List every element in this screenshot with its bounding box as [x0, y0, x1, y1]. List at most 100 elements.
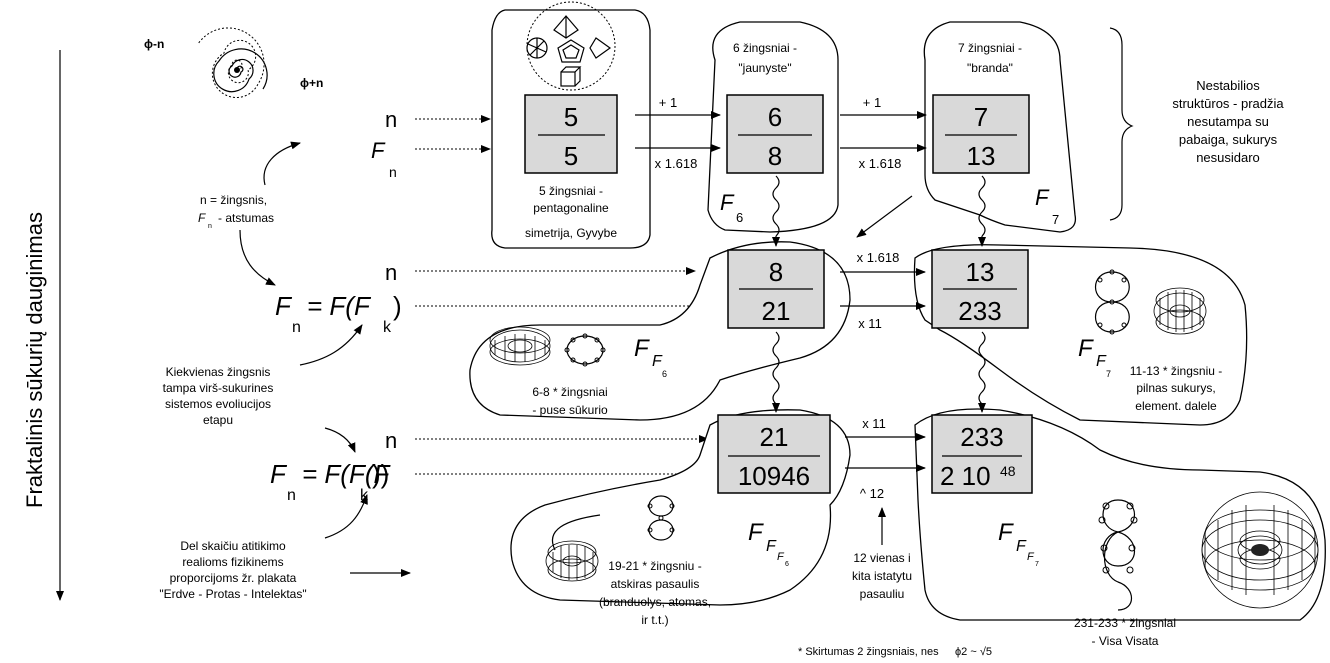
box21-bottom: 10946	[738, 461, 810, 491]
svg-text:ir t.t.): ir t.t.)	[641, 613, 668, 627]
svg-text:Del skaičiu atitikimo: Del skaičiu atitikimo	[180, 539, 286, 553]
footnote-formula: ϕ2 ~ √5	[955, 646, 992, 658]
row3-F-sub: n	[287, 487, 296, 504]
torus-small-icon	[489, 326, 551, 366]
ff6-subsub: 6	[662, 369, 667, 379]
f6-sub: 6	[736, 210, 743, 225]
row1-F: F	[371, 138, 386, 163]
svg-text:nesutampa su: nesutampa su	[1187, 114, 1269, 129]
svg-text:231-233 * žingsniai: 231-233 * žingsniai	[1074, 616, 1176, 630]
ring-pair-icon	[647, 495, 675, 541]
box13-bottom: 233	[958, 296, 1001, 326]
svg-text:11-13 * žingsniu -: 11-13 * žingsniu -	[1130, 364, 1223, 378]
svg-text:nesusidaro: nesusidaro	[1196, 150, 1260, 165]
svg-text:element. dalele: element. dalele	[1135, 399, 1217, 413]
ff6-sub: F	[652, 353, 663, 370]
ff7-sub: F	[1096, 353, 1107, 370]
platonic-solids-icon	[526, 1, 616, 91]
svg-text:pasauliu: pasauliu	[860, 587, 905, 601]
fff7-subsub: F	[1027, 551, 1035, 563]
box6-top: 6	[768, 102, 782, 132]
svg-text:Nestabilios: Nestabilios	[1196, 78, 1260, 93]
mult-label-a: x 1.618	[655, 156, 698, 171]
fraction-box-6-8	[726, 94, 824, 174]
physics-up-arrow	[324, 494, 368, 539]
svg-text:pabaiga, sukurys: pabaiga, sukurys	[1179, 132, 1278, 147]
ring-dots-icon	[564, 333, 606, 367]
step7-label: 7 žingsniai - "branda"	[958, 41, 1022, 75]
box233-bottom-exp: 48	[1000, 463, 1016, 479]
row2-F: F	[275, 291, 293, 321]
svg-text:"jaunyste": "jaunyste"	[738, 61, 791, 75]
svg-text:7 žingsniai -: 7 žingsniai -	[958, 41, 1022, 55]
diagonal-arrow	[856, 195, 913, 238]
svg-text:6 žingsniai -: 6 žingsniai -	[733, 41, 797, 55]
nested-label: 12 vienas i kita istatytu pasauliu	[852, 551, 912, 601]
step6-label: 6 žingsniai - "jaunyste"	[733, 41, 797, 75]
torus-world-icon	[545, 540, 599, 582]
ff6-label: F	[634, 335, 650, 362]
phi-minus-label: ϕ-n	[144, 37, 164, 51]
half-label: 6-8 * žingsniai - puse sūkurio	[532, 385, 608, 417]
fraction-box-5-5	[524, 94, 618, 174]
legend-down-arrow	[239, 229, 276, 286]
fff7-label: F	[998, 519, 1014, 546]
fff6-label: F	[748, 519, 764, 546]
f7-label: F	[1035, 185, 1050, 210]
row3-n: n	[385, 428, 397, 453]
box5-bottom: 5	[564, 141, 578, 171]
row3-F: F	[270, 459, 288, 489]
row2-close: )	[393, 291, 402, 321]
row1-F-sub: n	[389, 164, 397, 180]
phi-plus-label: ϕ+n	[300, 76, 323, 90]
box6-bottom: 8	[768, 141, 782, 171]
fff7-sub: F	[1016, 538, 1027, 555]
legend-line2: - atstumas	[218, 211, 274, 225]
svg-text:(branduolys, atomas,: (branduolys, atomas,	[599, 595, 711, 609]
unstable-label: Nestabilios struktūros - pradžia nesutam…	[1172, 78, 1284, 165]
svg-text:atskiras pasaulis: atskiras pasaulis	[611, 577, 700, 591]
box233-top: 233	[960, 422, 1003, 452]
wave-arrow-13-233	[978, 331, 986, 405]
svg-text:"Erdve - Protas - Intelektas": "Erdve - Protas - Intelektas"	[159, 587, 306, 601]
plus1-label-a: + 1	[659, 95, 677, 110]
footnote-text: * Skirtumas 2 žingsniais, nes	[798, 646, 939, 658]
svg-text:pilnas sukurys,: pilnas sukurys,	[1136, 381, 1215, 395]
brace-symbol	[1109, 27, 1134, 221]
svg-text:sistemos evoliucijos: sistemos evoliucijos	[165, 397, 271, 411]
svg-text:struktūros - pradžia: struktūros - pradžia	[1172, 96, 1284, 111]
fff6-sub: F	[766, 538, 777, 555]
wave-arrow-8-21	[772, 331, 780, 405]
evolution-up-arrow	[299, 324, 363, 366]
svg-text:pentagonaline: pentagonaline	[533, 201, 609, 215]
fff6-subsubsub: 6	[785, 561, 789, 568]
svg-text:proporcijoms žr. plakata: proporcijoms žr. plakata	[170, 571, 297, 585]
wave-arrow-6-8	[772, 175, 780, 237]
f7-sub: 7	[1052, 212, 1059, 227]
step5-label: 5 žingsniai - pentagonaline simetrija, G…	[525, 184, 617, 240]
figure-eight-icon	[1095, 269, 1130, 335]
svg-text:Kiekvienas žingsnis: Kiekvienas žingsnis	[166, 365, 271, 379]
ff7-subsub: 7	[1106, 369, 1111, 379]
svg-text:"branda": "branda"	[967, 61, 1013, 75]
nested-torus-icon	[1201, 491, 1319, 609]
physics-note: Del skaičiu atitikimo realioms fizikinem…	[159, 539, 306, 601]
legend-F: F	[198, 211, 206, 225]
svg-text:5 žingsniai -: 5 žingsniai -	[539, 184, 603, 198]
svg-text:kita istatytu: kita istatytu	[852, 569, 912, 583]
fraction-box-7-13	[932, 94, 1030, 174]
spiral-icon	[197, 27, 268, 99]
svg-text:realioms fizikinems: realioms fizikinems	[182, 555, 283, 569]
row2-F-sub: n	[292, 319, 301, 336]
full-label: 11-13 * žingsniu - pilnas sukurys, eleme…	[1130, 364, 1223, 413]
torus-large-icon	[1153, 287, 1207, 335]
x11-label-b: x 11	[862, 416, 886, 431]
world-label: 19-21 * žingsniu - atskiras pasaulis (br…	[599, 559, 711, 627]
svg-text:6-8 * žingsniai: 6-8 * žingsniai	[532, 385, 607, 399]
row3-eq: = F(F(F	[302, 459, 391, 489]
plus1-label-b: + 1	[863, 95, 881, 110]
row1-n: n	[385, 107, 397, 132]
svg-text:etapu: etapu	[203, 413, 233, 427]
evolution-note: Kiekvienas žingsnis tampa virš-sukurines…	[163, 365, 274, 427]
